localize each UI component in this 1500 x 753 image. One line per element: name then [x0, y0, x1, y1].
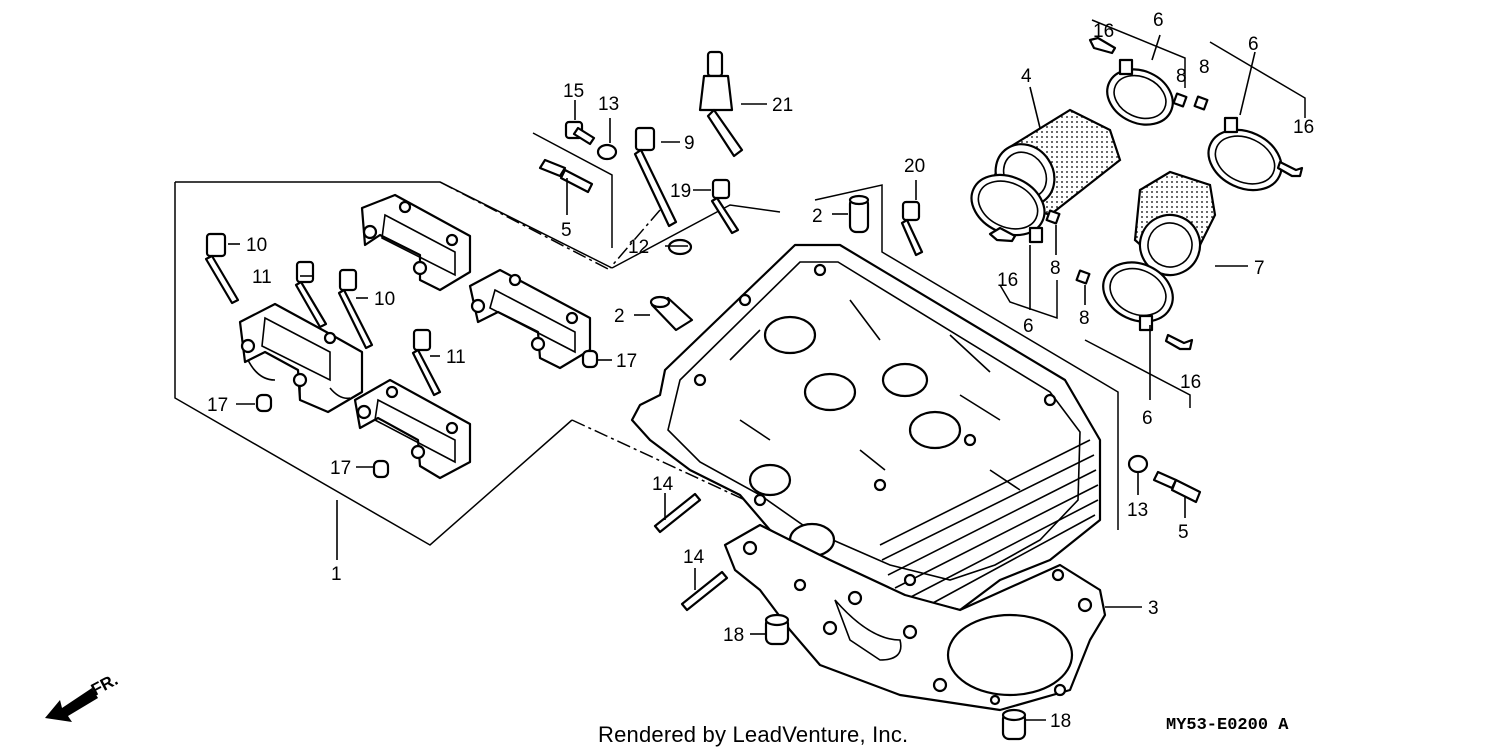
screw-16-d[interactable]: [1164, 333, 1194, 351]
callout-17-c: 17: [616, 351, 637, 372]
callout-21: 21: [772, 95, 793, 116]
dowel-pin-17-b[interactable]: [372, 459, 390, 479]
callout-8-d: 8: [1079, 308, 1090, 329]
callout-11-a: 11: [252, 267, 272, 288]
callout-8-c: 8: [1050, 258, 1061, 279]
callout-6-d: 6: [1142, 408, 1153, 429]
bolt-11-left[interactable]: [294, 260, 328, 329]
insulator-7[interactable]: [1132, 170, 1217, 283]
clamp-6-insulator4-a[interactable]: [962, 164, 1055, 247]
callout-16-a: 16: [1093, 21, 1114, 42]
clamp-6-insulator7-b[interactable]: [1199, 116, 1292, 201]
callout-1: 1: [331, 564, 342, 585]
callout-14-lower: 14: [683, 547, 705, 568]
callout-2-lower: 2: [614, 306, 625, 327]
group-bracket-head: [611, 184, 1119, 530]
bracket-plug: [532, 132, 613, 248]
washer-13-right[interactable]: [1127, 454, 1149, 474]
stud-14-lower[interactable]: [680, 570, 729, 612]
washer-13-upper[interactable]: [596, 143, 618, 161]
callout-11-b: 11: [446, 347, 466, 368]
nut-8-d[interactable]: [1075, 269, 1091, 285]
callout-6-b: 6: [1248, 34, 1259, 55]
bracket-insulator-top-b: [1209, 41, 1306, 118]
bracket-insulator-top-a: [1091, 19, 1186, 88]
screw-16-c[interactable]: [988, 226, 1017, 243]
callout-4: 4: [1021, 66, 1032, 87]
callout-16-c: 16: [997, 270, 1018, 291]
callout-17-b: 17: [330, 458, 351, 479]
callout-13-upper: 13: [598, 94, 619, 115]
camshaft-holder-rear-right[interactable]: [468, 268, 592, 370]
callout-20: 20: [904, 156, 925, 177]
screw-16-a[interactable]: [1088, 36, 1117, 55]
nut-8-c[interactable]: [1045, 209, 1061, 225]
bolt-15[interactable]: [564, 120, 596, 146]
callout-12: 12: [628, 237, 649, 258]
callout-2-upper: 2: [812, 206, 823, 227]
stud-5-upper[interactable]: [538, 158, 594, 194]
callout-16-d: 16: [1180, 372, 1201, 393]
washer-12[interactable]: [667, 238, 693, 256]
stud-5-right[interactable]: [1152, 470, 1202, 504]
bolt-10-left[interactable]: [204, 232, 240, 305]
front-arrow-icon: FR.: [45, 670, 121, 722]
bolt-10-right[interactable]: [337, 268, 374, 350]
callout-13-right: 13: [1127, 500, 1148, 521]
nut-8-a[interactable]: [1172, 92, 1188, 108]
diagram-code: MY53-E0200 A: [1166, 716, 1289, 735]
callout-17-a: 17: [207, 395, 228, 416]
callout-9: 9: [684, 133, 695, 154]
callout-10-b: 10: [374, 289, 395, 310]
callout-15: 15: [563, 81, 584, 102]
bolt-20[interactable]: [900, 200, 924, 257]
camshaft-holder-rear-left[interactable]: [360, 193, 472, 292]
dowel-2-upper[interactable]: [848, 194, 870, 234]
group-bracket-head-dash: [609, 209, 661, 269]
dowel-18-a[interactable]: [764, 613, 790, 646]
callout-7: 7: [1254, 258, 1265, 279]
callout-5-right: 5: [1178, 522, 1189, 543]
callout-8-b: 8: [1199, 57, 1210, 78]
clamp-6-insulator7-a[interactable]: [1094, 251, 1183, 332]
bolt-11-right[interactable]: [411, 328, 442, 397]
dowel-18-b[interactable]: [1001, 708, 1027, 741]
callout-6-c: 6: [1023, 316, 1034, 337]
clamp-6-insulator4-b[interactable]: [1098, 58, 1182, 135]
bolt-9[interactable]: [633, 126, 678, 228]
callout-5-upper: 5: [561, 220, 572, 241]
bolt-19[interactable]: [710, 178, 740, 235]
screw-16-b[interactable]: [1276, 160, 1304, 178]
callout-19: 19: [670, 181, 691, 202]
camshaft-holder-front-right[interactable]: [353, 378, 472, 480]
callout-8-a: 8: [1176, 66, 1187, 87]
stud-14-upper[interactable]: [653, 492, 702, 534]
callout-14-upper: 14: [652, 474, 674, 495]
bracket-insulator-low: [1084, 339, 1191, 408]
callout-18-b: 18: [1050, 711, 1071, 732]
callout-18-a: 18: [723, 625, 744, 646]
callout-16-b: 16: [1293, 117, 1314, 138]
dowel-pin-17-c[interactable]: [581, 349, 599, 369]
footer-credit: Rendered by LeadVenture, Inc.: [598, 722, 909, 747]
nut-8-b[interactable]: [1193, 95, 1209, 111]
bracket-insulator-mid: [999, 280, 1058, 320]
callout-3: 3: [1148, 598, 1159, 619]
callout-10-a: 10: [246, 235, 267, 256]
callout-6-a: 6: [1153, 10, 1164, 31]
group-bracket-1-dash: [439, 181, 746, 501]
spark-plug[interactable]: [698, 50, 744, 158]
camshaft-holder-front-left[interactable]: [238, 302, 364, 414]
dowel-pin-17-a[interactable]: [255, 393, 273, 413]
dowel-2-lower[interactable]: [649, 295, 694, 332]
